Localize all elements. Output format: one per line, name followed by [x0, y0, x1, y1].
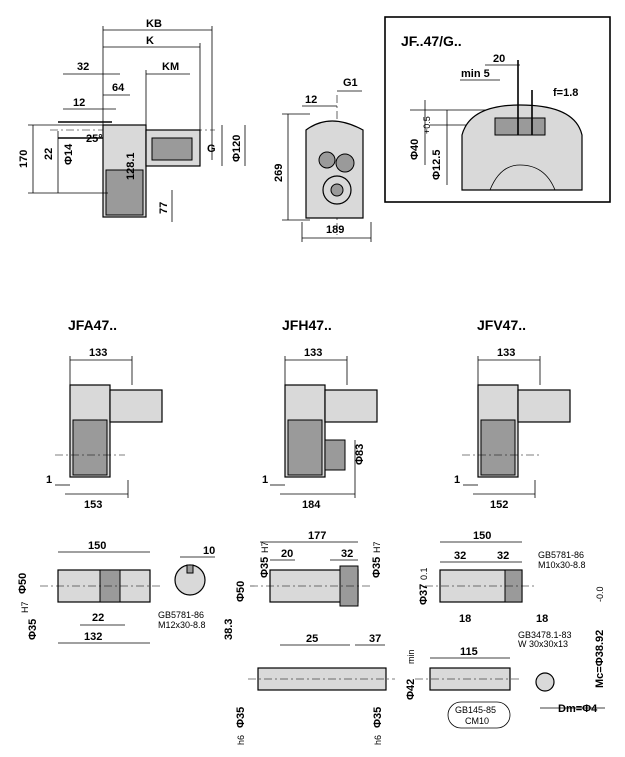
shaft-h-phi35c-tol: h6 [236, 735, 246, 745]
shaft-v-mc-tol: -0.0 [595, 586, 605, 602]
shaft-a-10: 10 [203, 545, 215, 557]
variant-h-dim-top: 133 [304, 347, 322, 359]
shaft-h-phi35b: Φ35 [371, 557, 383, 578]
shaft-a-22: 22 [92, 612, 104, 624]
shaft-v-phi37-tol: 0.1 [419, 567, 429, 580]
shaft-h-20: 20 [281, 548, 293, 560]
dim-phi40: Φ40 [409, 139, 421, 160]
shaft-v-18a: 18 [459, 613, 471, 625]
dim-km: KM [162, 61, 179, 73]
dim-12-mid: 12 [305, 94, 317, 106]
shaft-v-115: 115 [460, 646, 478, 658]
shaft-a-150: 150 [88, 540, 106, 552]
shaft-a-phi50: Φ50 [17, 573, 29, 594]
shaft-v-150: 150 [473, 530, 491, 542]
shaft-h-32: 32 [341, 548, 353, 560]
variant-a-view: 133 1 153 [46, 347, 163, 511]
shaft-a-gb: GB5781-86 [158, 610, 204, 620]
shaft-v-gb5: GB145-85 [455, 705, 496, 715]
variant-h-view: 133 Φ83 1 184 [262, 347, 378, 511]
dim-12: 12 [73, 97, 85, 109]
shaft-a-132: 132 [84, 631, 102, 643]
dim-min5: min 5 [461, 68, 490, 80]
variant-a-dim-top: 133 [89, 347, 107, 359]
shaft-h-phi35a-tol: H7 [260, 541, 270, 553]
dim-f18: f=1.8 [553, 87, 578, 99]
variant-a-dim-bottom: 153 [84, 499, 102, 511]
variant-h-dim-side: Φ83 [354, 444, 366, 465]
shaft-v-phi42-tol: min [406, 649, 416, 664]
dim-64: 64 [112, 82, 125, 94]
shaft-h-phi35a: Φ35 [259, 557, 271, 578]
shaft-a-phi35-tol: H7 [20, 601, 30, 613]
dim-189: 189 [326, 224, 344, 236]
shaft-v-gb: GB5781-86 [538, 550, 584, 560]
shaft-h-phi35d: Φ35 [372, 707, 384, 728]
variant-a-dim-left: 1 [46, 474, 52, 486]
dim-phi120: Φ120 [231, 135, 243, 162]
shaft-v-gb4: W 30x30x13 [518, 639, 568, 649]
shaft-h-phi35c: Φ35 [235, 707, 247, 728]
dim-angle-25: 25° [86, 133, 103, 145]
dim-22: 22 [43, 148, 55, 160]
shaft-h-phi35b-tol: H7 [372, 541, 382, 553]
shaft-a-38-3: 38.3 [223, 619, 235, 640]
dim-phi12-5-tol: +0.5 [422, 116, 432, 134]
shaft-v-gb3: GB3478.1-83 [518, 630, 572, 640]
dim-128-1: 128.1 [125, 152, 137, 180]
shaft-v-dm: Dm=Φ4 [558, 703, 598, 715]
shaft-v-gb2: M10x30-8.8 [538, 560, 586, 570]
view-top-left: KB K KM 32 64 12 170 22 Φ14 25° 128.1 77 [18, 18, 246, 222]
shaft-v-32a: 32 [454, 550, 466, 562]
shaft-h-detail: 177 Φ35 H7 20 32 Φ35 H7 Φ50 25 37 Φ35 h6… [235, 530, 395, 745]
variant-v-view: 133 1 152 [454, 347, 571, 511]
dim-kb: KB [146, 18, 162, 30]
variant-title-h: JFH47.. [282, 317, 332, 333]
variant-v-dim-top: 133 [497, 347, 515, 359]
shaft-a-gb2: M12x30-8.8 [158, 620, 206, 630]
shaft-v-32b: 32 [497, 550, 509, 562]
dim-k: K [146, 35, 154, 47]
shaft-h-37: 37 [369, 633, 381, 645]
shaft-h-phi35d-tol: h6 [373, 735, 383, 745]
shaft-v-mc: Mc=Φ38.92 [594, 630, 606, 688]
shaft-v-gb6: CM10 [465, 716, 489, 726]
shaft-a-phi35: Φ35 [27, 619, 39, 640]
shaft-v-detail: 150 32 32 Φ37 0.1 18 18 GB5781-86 M10x30… [405, 530, 606, 729]
dim-20: 20 [493, 53, 505, 65]
dim-269: 269 [273, 164, 285, 182]
inset-detail-box: JF..47/G.. 20 min 5 f=1.8 Φ40 Φ12.5 +0.5 [384, 16, 611, 203]
dim-phi12-5: Φ12.5 [431, 150, 443, 180]
shaft-v-phi42: Φ42 [405, 679, 417, 700]
shaft-h-phi50: Φ50 [235, 581, 247, 602]
inset-title: JF..47/G.. [401, 33, 462, 49]
shaft-v-18b: 18 [536, 613, 548, 625]
variant-h-dim-left: 1 [262, 474, 268, 486]
view-top-middle: G1 12 269 189 [273, 77, 372, 242]
shaft-a-detail: 150 Φ50 Φ35 H7 22 132 10 38.3 GB5781-86 … [17, 540, 235, 644]
dim-g: G [207, 143, 216, 155]
shaft-h-177: 177 [308, 530, 326, 542]
variant-h-dim-bottom: 184 [302, 499, 321, 511]
shaft-v-phi37: Φ37 [418, 584, 430, 605]
variant-title-a: JFA47.. [68, 317, 117, 333]
variant-v-dim-bottom: 152 [490, 499, 508, 511]
dim-170: 170 [18, 150, 30, 168]
variant-v-dim-left: 1 [454, 474, 460, 486]
dim-g1: G1 [343, 77, 358, 89]
dim-77: 77 [158, 202, 170, 214]
shaft-h-25: 25 [306, 633, 318, 645]
variant-title-v: JFV47.. [477, 317, 526, 333]
dim-phi14: Φ14 [63, 143, 75, 165]
dim-32: 32 [77, 61, 89, 73]
